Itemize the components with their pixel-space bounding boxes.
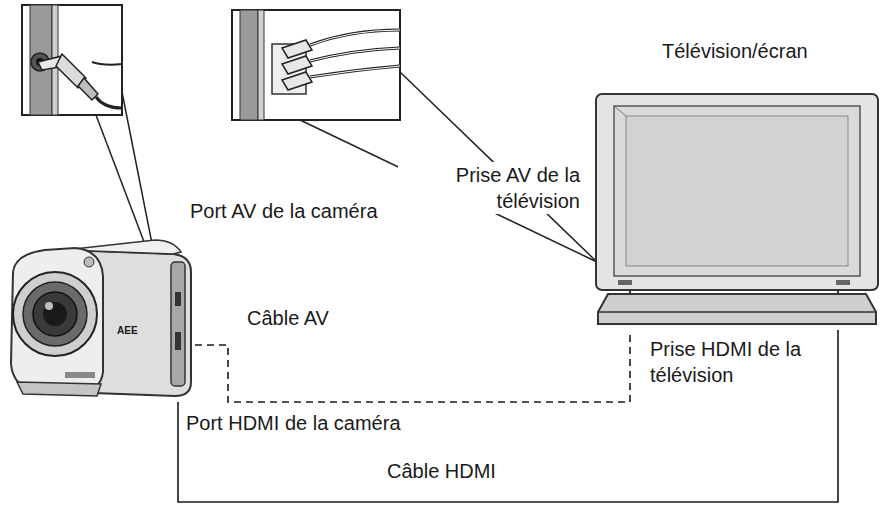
cable-label: Câble HDMI (385, 458, 498, 484)
port-label: Port HDMI de la caméra (186, 410, 446, 436)
tv-jack-inset (232, 10, 597, 262)
camera-brand: AEE (117, 324, 138, 337)
av-cable (195, 330, 630, 402)
cable-label: Câble AV (245, 305, 331, 331)
camera-illustration (5, 232, 195, 402)
jack-label: Prise AV de la télévision (398, 162, 582, 214)
hdmi-cable (178, 330, 838, 502)
television-illustration (592, 90, 882, 330)
camera-node: AEE (5, 232, 195, 402)
av-cable-line (195, 330, 630, 402)
hdmi-cable-line (178, 330, 838, 502)
device-title: Télévision/écran (662, 38, 808, 64)
television-node: Télévision/écran (592, 38, 882, 330)
jack-label: Prise HDMI de la télévision (650, 336, 828, 388)
